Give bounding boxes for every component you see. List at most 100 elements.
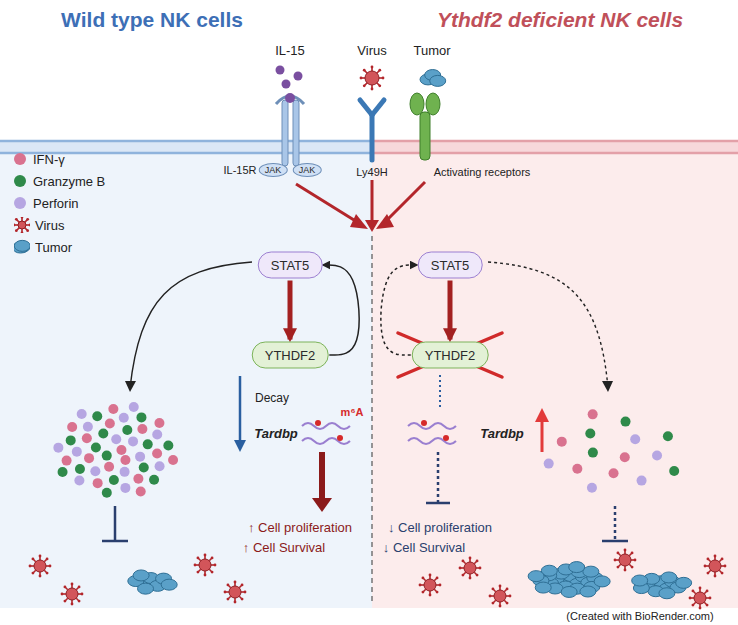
ligand-label: IL-15	[275, 43, 305, 58]
panel-title: Ythdf2 deficient NK cells	[437, 8, 683, 32]
tumor-icon	[632, 575, 648, 586]
virus-icon	[706, 604, 709, 607]
ythdf2-to-mrna-dotted	[439, 375, 441, 408]
virus-icon	[360, 77, 363, 80]
tumor-icon	[161, 579, 177, 590]
virus-icon	[499, 605, 502, 608]
virus-icon	[194, 564, 197, 567]
virus-icon	[479, 567, 482, 570]
tumor-icon	[632, 572, 692, 599]
legend-text: Granzyme B	[33, 174, 105, 189]
virus-icon	[619, 554, 631, 566]
cytotoxic-granules	[84, 453, 94, 463]
tumor-icon	[659, 588, 675, 599]
tardbp-mrna	[337, 435, 343, 441]
virus-icon	[78, 586, 81, 589]
tardbp-up-arrow	[535, 408, 549, 452]
cytotoxic-inhibition	[102, 540, 128, 543]
tumor-icon	[535, 582, 551, 593]
cytotoxic-granules	[58, 467, 68, 477]
outcome-label: ↑ Cell Survival	[243, 540, 325, 555]
cytotoxic-granules	[116, 445, 126, 455]
cytotoxic-granules	[102, 488, 112, 498]
tardbp-mrna	[421, 420, 427, 426]
virus-icon	[462, 560, 465, 563]
process-label: Decay	[255, 391, 289, 405]
virus-icon	[39, 555, 42, 558]
virus-icon	[224, 581, 247, 604]
crossed-out-mark	[398, 333, 502, 377]
virus-icon	[459, 557, 482, 580]
cytotoxic-granules	[652, 450, 662, 460]
tumor-icon	[528, 562, 610, 598]
virus-icon	[64, 586, 67, 589]
divider-line	[371, 236, 372, 605]
ly49h-receptor	[360, 100, 372, 115]
legend-text: Tumor	[35, 240, 72, 255]
virus-icon	[709, 597, 712, 600]
virus-icon	[721, 572, 724, 575]
decay-arrow	[234, 376, 246, 452]
cytotoxic-granules	[609, 468, 619, 478]
receptor-label: Activating receptors	[434, 166, 531, 178]
stat5-effector-arrows	[488, 262, 608, 388]
cytotoxic-granules	[154, 418, 164, 428]
virus-icon	[489, 585, 512, 608]
cytotoxic-granules	[544, 459, 554, 469]
virus-icon	[692, 604, 695, 607]
virus-icon	[694, 592, 706, 604]
modification-label: m⁶A	[341, 406, 364, 418]
virus-icon	[709, 560, 721, 572]
cytotoxic-granules	[136, 412, 146, 422]
cytotoxic-granules	[149, 475, 159, 485]
tardbp-mrna	[408, 423, 456, 429]
virus-icon	[617, 552, 620, 555]
cytotoxic-granules	[111, 434, 121, 444]
cytotoxic-granules	[621, 417, 631, 427]
virus-icon	[382, 77, 385, 80]
virus-icon	[692, 590, 695, 593]
tumor-icon	[594, 576, 610, 587]
virus-icon	[46, 558, 49, 561]
virus-icon	[244, 591, 247, 594]
virus-icon	[64, 600, 67, 603]
cytotoxic-granules	[74, 476, 84, 486]
virus-icon	[422, 591, 425, 594]
ly49h-receptor	[360, 100, 384, 160]
virus-icon	[78, 600, 81, 603]
il15-cytokine	[294, 72, 303, 81]
signal-connector	[381, 265, 417, 355]
cytotoxic-granules	[137, 424, 147, 434]
gene-name: Tardbp	[254, 426, 298, 441]
protein-box: YTHDF2	[252, 342, 329, 369]
virus-icon	[39, 575, 42, 578]
tardbp-mrna	[315, 420, 321, 426]
protein-box: YTHDF2	[412, 342, 489, 369]
virus-icon	[71, 583, 74, 586]
virus-icon	[197, 557, 200, 560]
cytotoxic-granules	[669, 466, 679, 476]
tardbp-mrna	[302, 420, 456, 444]
virus-icon	[61, 593, 64, 596]
cytotoxic-granules	[588, 409, 598, 419]
proliferation-inhibition	[437, 452, 440, 502]
virus-icon	[204, 554, 207, 557]
legend-item: Perforin	[14, 192, 105, 214]
virus-icon	[49, 565, 52, 568]
virus-icon	[462, 574, 465, 577]
signal-connector	[448, 281, 453, 340]
decay-arrow	[239, 376, 242, 442]
virus-icon	[706, 590, 709, 593]
cytotoxic-granules	[67, 422, 77, 432]
virus-icon	[699, 587, 702, 590]
tumor-icon	[420, 70, 446, 87]
tumor-icon	[528, 571, 544, 582]
cytotoxic-granules	[143, 439, 153, 449]
virus-icon	[459, 567, 462, 570]
stat5-effector-arrows	[130, 262, 252, 388]
virus-icon	[371, 66, 374, 69]
virus-icon	[363, 69, 366, 72]
cytotoxic-granules	[75, 464, 85, 474]
cytotoxic-granules	[66, 435, 76, 445]
